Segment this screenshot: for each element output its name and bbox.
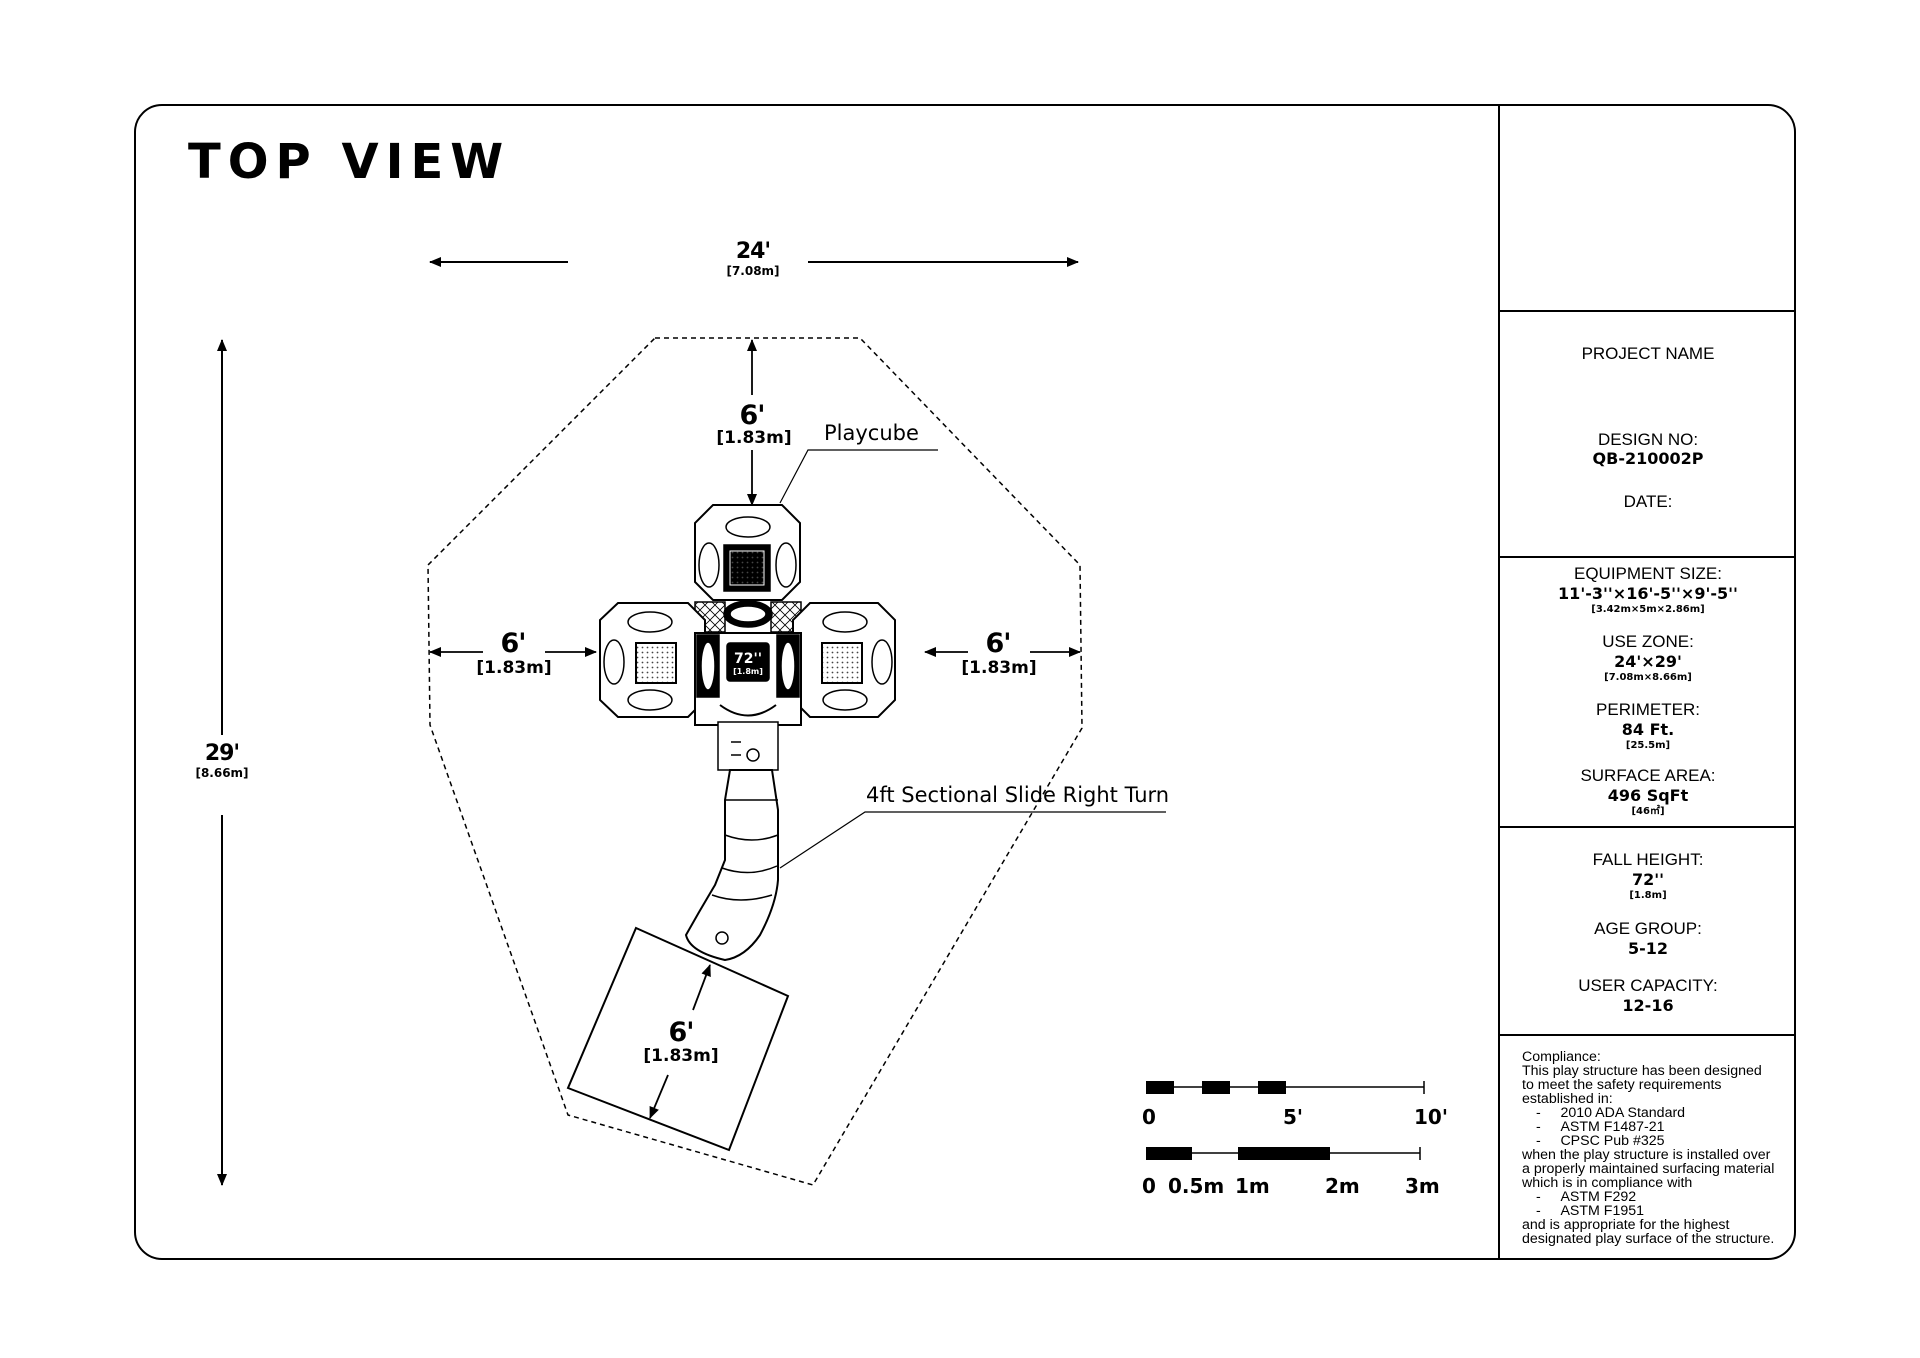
deck-height-metric: [1.8m]: [733, 667, 763, 676]
overall-depth-label: 29': [205, 741, 239, 766]
date-label: DATE:: [1623, 492, 1673, 511]
compliance-intro-1: This play structure has been designed: [1522, 1063, 1762, 1079]
size-info-cell: EQUIPMENT SIZE: 11'-3''×16'-5''×9'-5'' […: [1500, 558, 1796, 828]
slide-exit-zone: [566, 926, 790, 1152]
fall-height-metric: [1.8m]: [1629, 890, 1667, 901]
deck-height-label: 72'': [734, 651, 762, 667]
playcube-top: [694, 504, 801, 628]
scale-imperial-0: 0: [1142, 1105, 1156, 1129]
clearance-right-dimension: 6' [1.83m]: [924, 628, 1081, 678]
clearance-right-label: 6': [985, 628, 1010, 659]
metric-scale-bar: 0 0.5m 1m 2m 3m: [1142, 1147, 1440, 1198]
playcube-center: [694, 632, 802, 726]
project-info-cell: PROJECT NAME DESIGN NO: QB-210002P DATE:: [1500, 312, 1796, 558]
compliance-middle-2: a properly maintained surfacing material: [1522, 1161, 1775, 1177]
use-zone-metric: [7.08m×8.66m]: [1604, 672, 1692, 683]
overall-width-label: 24': [736, 239, 770, 264]
perimeter-label: PERIMETER:: [1596, 700, 1700, 719]
compliance-standard-3: - CPSC Pub #325: [1536, 1133, 1665, 1149]
user-capacity-value: 12-16: [1622, 996, 1674, 1015]
equipment-size-value: 11'-3''×16'-5''×9'-5'': [1558, 584, 1738, 603]
playcube-callout: Playcube: [779, 421, 938, 504]
clearance-slide-metric: [1.83m]: [643, 1046, 718, 1066]
compliance-surfacing-1: - ASTM F292: [1536, 1189, 1637, 1205]
design-no-value: QB-210002P: [1592, 449, 1704, 468]
usage-info-cell: FALL HEIGHT: 72'' [1.8m] AGE GROUP: 5-12…: [1500, 828, 1796, 1036]
scale-metric-3: 3m: [1405, 1174, 1440, 1198]
surface-area-metric: [46㎡]: [1631, 806, 1665, 817]
title-block: PROJECT NAME DESIGN NO: QB-210002P DATE:…: [1498, 104, 1796, 1260]
compliance-middle-3: which is in compliance with: [1522, 1175, 1693, 1191]
playcube-right: [792, 602, 896, 718]
clearance-top-metric: [1.83m]: [716, 428, 791, 448]
slide-label: 4ft Sectional Slide Right Turn: [866, 783, 1169, 807]
compliance-intro-2: to meet the safety requirements: [1522, 1077, 1722, 1093]
playcube-label: Playcube: [824, 421, 919, 445]
compliance-text: Compliance: This play structure has been…: [1522, 1050, 1792, 1246]
drawing-title: TOP VIEW: [188, 134, 511, 190]
compliance-heading: Compliance:: [1522, 1049, 1601, 1065]
overall-depth-metric: [8.66m]: [195, 766, 248, 780]
compliance-surfacing-2: - ASTM F1951: [1536, 1203, 1645, 1219]
compliance-standard-1: - 2010 ADA Standard: [1536, 1105, 1686, 1121]
equipment-size-metric: [3.42m×5m×2.86m]: [1591, 604, 1705, 615]
compliance-standard-2: - ASTM F1487-21: [1536, 1119, 1665, 1135]
use-zone-value: 24'×29': [1614, 652, 1682, 671]
clearance-top-label: 6': [739, 400, 764, 431]
compliance-outro-2: designated play surface of the structure…: [1522, 1231, 1775, 1247]
clearance-left-dimension: 6' [1.83m]: [429, 628, 597, 678]
perimeter-value: 84 Ft.: [1621, 720, 1675, 739]
scale-metric-0: 0: [1142, 1174, 1156, 1198]
age-group-label: AGE GROUP:: [1594, 919, 1702, 938]
scale-imperial-10: 10': [1414, 1105, 1448, 1129]
slide-callout: 4ft Sectional Slide Right Turn: [779, 783, 1169, 869]
age-group-value: 5-12: [1627, 939, 1669, 958]
project-name-label: PROJECT NAME: [1581, 344, 1715, 363]
scale-metric-2: 2m: [1325, 1174, 1360, 1198]
use-zone-boundary: [427, 337, 1083, 1186]
clearance-left-metric: [1.83m]: [476, 658, 551, 678]
sectional-slide: [684, 769, 779, 962]
clearance-left-label: 6': [500, 628, 525, 659]
logo-cell: [1500, 104, 1796, 312]
surface-area-label: SURFACE AREA:: [1580, 766, 1716, 785]
clearance-slide-dimension: 6' [1.83m]: [643, 964, 719, 1119]
compliance-intro-3: established in:: [1522, 1091, 1613, 1107]
design-no-label: DESIGN NO:: [1597, 430, 1699, 449]
scale-metric-05: 0.5m: [1168, 1174, 1224, 1198]
scale-metric-1: 1m: [1235, 1174, 1270, 1198]
imperial-scale-bar: 0 5' 10': [1142, 1081, 1448, 1129]
surface-area-value: 496 SqFt: [1607, 786, 1689, 805]
clearance-right-metric: [1.83m]: [961, 658, 1036, 678]
clearance-slide-label: 6': [668, 1017, 693, 1048]
overall-depth-dimension: 29' [8.66m]: [195, 339, 249, 1186]
user-capacity-label: USER CAPACITY:: [1578, 976, 1718, 995]
perimeter-metric: [25.5m]: [1625, 740, 1671, 751]
equipment-size-label: EQUIPMENT SIZE:: [1574, 564, 1722, 583]
overall-width-metric: [7.08m]: [726, 264, 779, 278]
overall-width-dimension: 24' [7.08m]: [429, 239, 1079, 278]
drawing-frame: [134, 104, 1796, 1260]
fall-height-value: 72'': [1631, 870, 1665, 889]
play-structure: [599, 504, 896, 962]
compliance-outro-1: and is appropriate for the highest: [1522, 1217, 1730, 1233]
compliance-cell: Compliance: This play structure has been…: [1500, 1036, 1796, 1260]
playcube-left: [599, 602, 706, 718]
compliance-middle-1: when the play structure is installed ove…: [1522, 1147, 1771, 1163]
clearance-top-dimension: 6' [1.83m]: [716, 339, 792, 506]
use-zone-label: USE ZONE:: [1602, 632, 1694, 651]
fall-height-label: FALL HEIGHT:: [1592, 850, 1704, 869]
slide-platform: [717, 721, 779, 771]
scale-imperial-5: 5': [1283, 1105, 1303, 1129]
